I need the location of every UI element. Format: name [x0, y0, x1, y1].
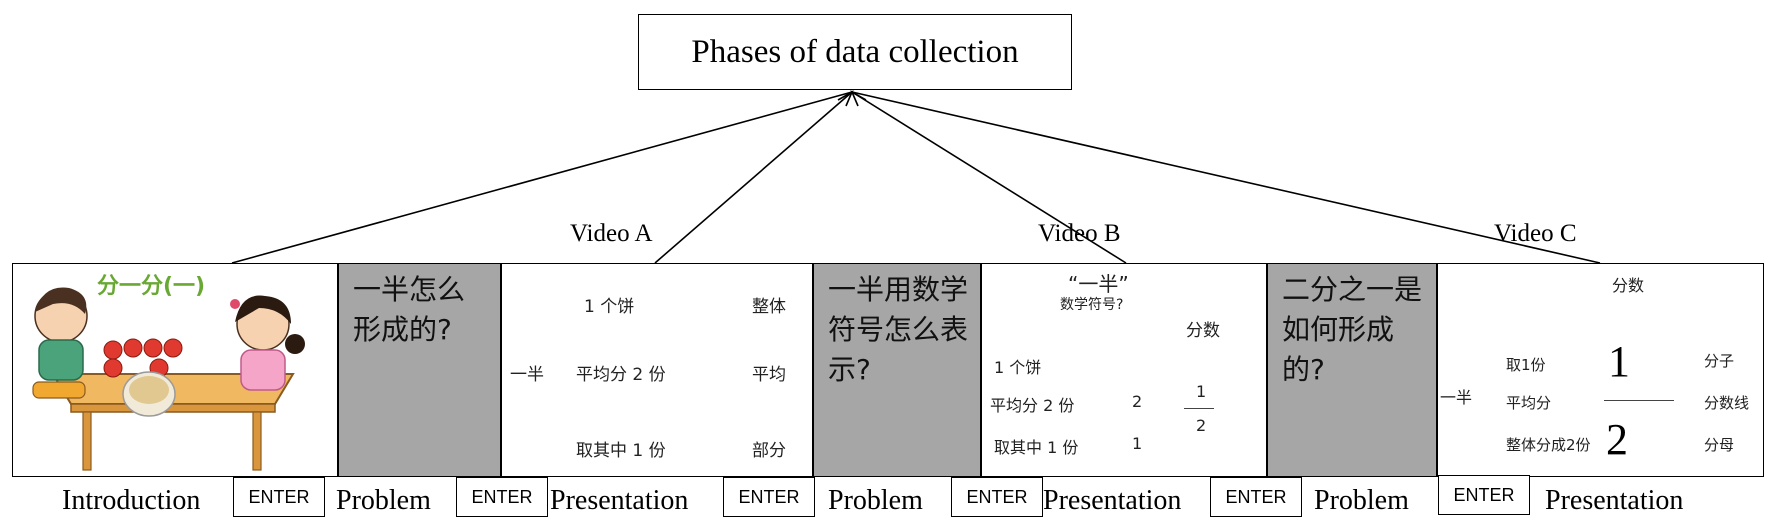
- phase-label-problem-3: Problem: [1314, 485, 1409, 516]
- video-c-label: Video C: [1494, 220, 1577, 247]
- pres-c-fraction-line: [1604, 400, 1674, 401]
- phase-label-presentation-2: Presentation: [1043, 485, 1182, 516]
- pres-a-left-label: 一半: [510, 365, 544, 385]
- arrowhead-icon: [850, 90, 867, 107]
- pres-b-num-2: 2: [1132, 392, 1143, 411]
- pres-b-denominator: 2: [1196, 416, 1207, 435]
- pres-a-row-2: 平均分 2 份: [576, 365, 666, 385]
- pres-a-right-1: 整体: [752, 297, 786, 317]
- page-title: Phases of data collection: [691, 33, 1019, 70]
- illustration-caption: 分一分(一): [97, 274, 206, 299]
- problem-question-1: 一半怎么形成的?: [353, 273, 466, 346]
- pres-c-heading: 分数: [1612, 276, 1645, 295]
- connector-video-b: [851, 91, 1127, 264]
- problem-panel-3: 二分之一是如何形成的?: [1267, 263, 1437, 477]
- enter-box-4: ENTER: [951, 477, 1043, 517]
- pres-c-right-2: 分数线: [1704, 394, 1750, 412]
- pres-c-denominator: 2: [1606, 415, 1628, 464]
- pres-b-row-3: 取其中 1 份: [994, 438, 1079, 457]
- pres-c-right-1: 分子: [1704, 352, 1735, 370]
- problem-question-2: 一半用数学符号怎么表示?: [828, 273, 969, 386]
- pres-c-numerator: 1: [1608, 337, 1630, 386]
- problem-panel-1: 一半怎么形成的?: [338, 263, 501, 477]
- connector-intro: [231, 91, 853, 264]
- pres-a-row-3: 取其中 1 份: [576, 441, 666, 461]
- pres-c-row-2: 平均分: [1506, 394, 1552, 412]
- pres-b-fraction-line: [1184, 408, 1214, 409]
- presentation-panel-c: 分数 一半 取1份 平均分 整体分成2份 1 2 分子 分数线 分母: [1437, 263, 1764, 477]
- phase-label-presentation-3: Presentation: [1545, 485, 1684, 516]
- pres-b-heading: “一半”: [1068, 272, 1129, 296]
- pres-a-right-3: 部分: [752, 441, 786, 461]
- children-sharing-illustration: [32, 287, 305, 471]
- pres-c-row-1: 取1份: [1506, 356, 1546, 374]
- enter-box-5: ENTER: [1210, 477, 1302, 517]
- phase-label-presentation-1: Presentation: [550, 485, 689, 516]
- pres-a-row-1: 1 个饼: [584, 297, 635, 317]
- phase-label-problem-2: Problem: [828, 485, 923, 516]
- pres-c-left-label: 一半: [1440, 388, 1473, 407]
- pres-b-subheading: 数学符号?: [1060, 297, 1124, 313]
- video-a-label: Video A: [570, 220, 653, 247]
- pres-b-row-2: 平均分 2 份: [990, 396, 1075, 415]
- enter-box-3: ENTER: [723, 477, 815, 517]
- problem-question-3: 二分之一是如何形成的?: [1282, 273, 1423, 386]
- enter-box-1: ENTER: [233, 477, 325, 517]
- pres-b-numerator: 1: [1196, 382, 1207, 401]
- pres-c-row-3: 整体分成2份: [1506, 436, 1591, 454]
- phase-label-problem-1: Problem: [336, 485, 431, 516]
- connector-video-c: [851, 91, 1601, 264]
- pres-b-row-1: 1 个饼: [994, 358, 1042, 377]
- presentation-panel-a: 一半 1 个饼 平均分 2 份 取其中 1 份 整体 平均 部分: [501, 263, 813, 477]
- connector-video-a: [654, 91, 853, 264]
- enter-box-2: ENTER: [456, 477, 548, 517]
- introduction-panel: 分一分(一): [12, 263, 338, 477]
- title-box: Phases of data collection: [638, 14, 1072, 90]
- pres-c-right-3: 分母: [1704, 436, 1735, 454]
- pres-b-fraction-label: 分数: [1186, 321, 1220, 341]
- video-b-label: Video B: [1038, 220, 1121, 247]
- pres-b-num-1: 1: [1132, 434, 1143, 453]
- presentation-panel-b: “一半” 数学符号? 分数 1 个饼 平均分 2 份 取其中 1 份 2 1 1…: [981, 263, 1267, 477]
- enter-box-6: ENTER: [1438, 475, 1530, 515]
- pres-a-right-2: 平均: [752, 365, 786, 385]
- problem-panel-2: 一半用数学符号怎么表示?: [813, 263, 981, 477]
- phase-label-introduction: Introduction: [62, 485, 201, 516]
